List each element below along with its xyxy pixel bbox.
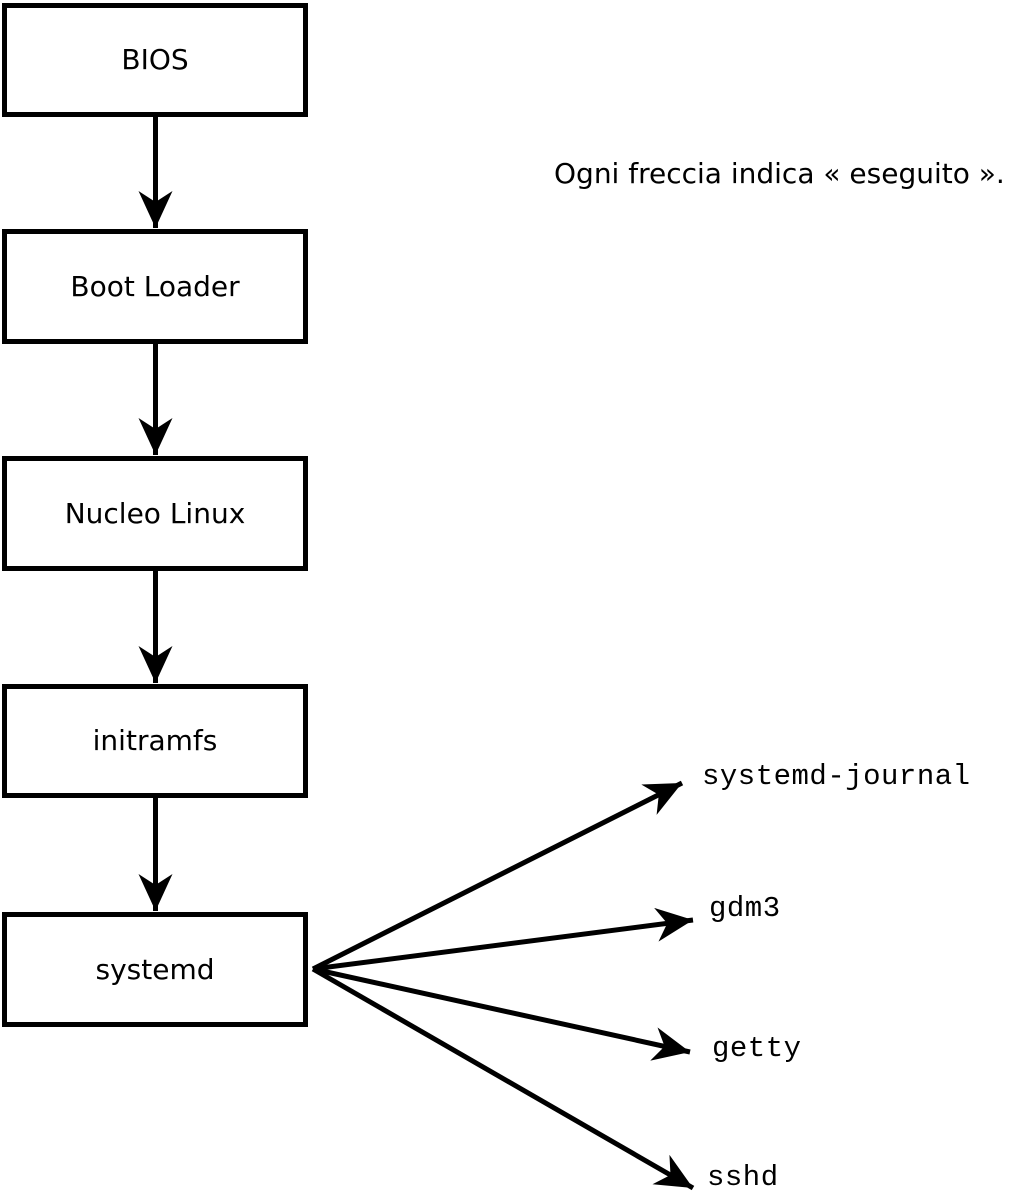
- service-label-gdm3: gdm3: [709, 892, 781, 925]
- node-bios: BIOS: [2, 3, 308, 117]
- node-boot-loader: Boot Loader: [2, 229, 308, 344]
- node-nucleo-linux: Nucleo Linux: [2, 456, 308, 571]
- node-systemd-label: systemd: [95, 952, 215, 986]
- node-boot-loader-label: Boot Loader: [70, 269, 240, 303]
- node-initramfs: initramfs: [2, 684, 308, 798]
- service-label-getty: getty: [712, 1032, 802, 1065]
- node-bios-label: BIOS: [121, 43, 189, 76]
- node-initramfs-label: initramfs: [92, 724, 218, 757]
- diagram-caption: Ogni freccia indica « eseguito ».: [554, 157, 1005, 190]
- node-systemd: systemd: [2, 912, 308, 1027]
- arrow-systemd-to-gdm3: [312, 907, 694, 972]
- arrow-systemd-to-journal: [311, 780, 684, 972]
- service-label-systemd-journal: systemd-journal: [702, 760, 971, 793]
- service-label-sshd: sshd: [707, 1161, 779, 1193]
- node-nucleo-linux-label: Nucleo Linux: [64, 496, 246, 530]
- arrow-systemd-to-sshd: [311, 966, 695, 1191]
- arrow-systemd-to-getty: [312, 966, 691, 1061]
